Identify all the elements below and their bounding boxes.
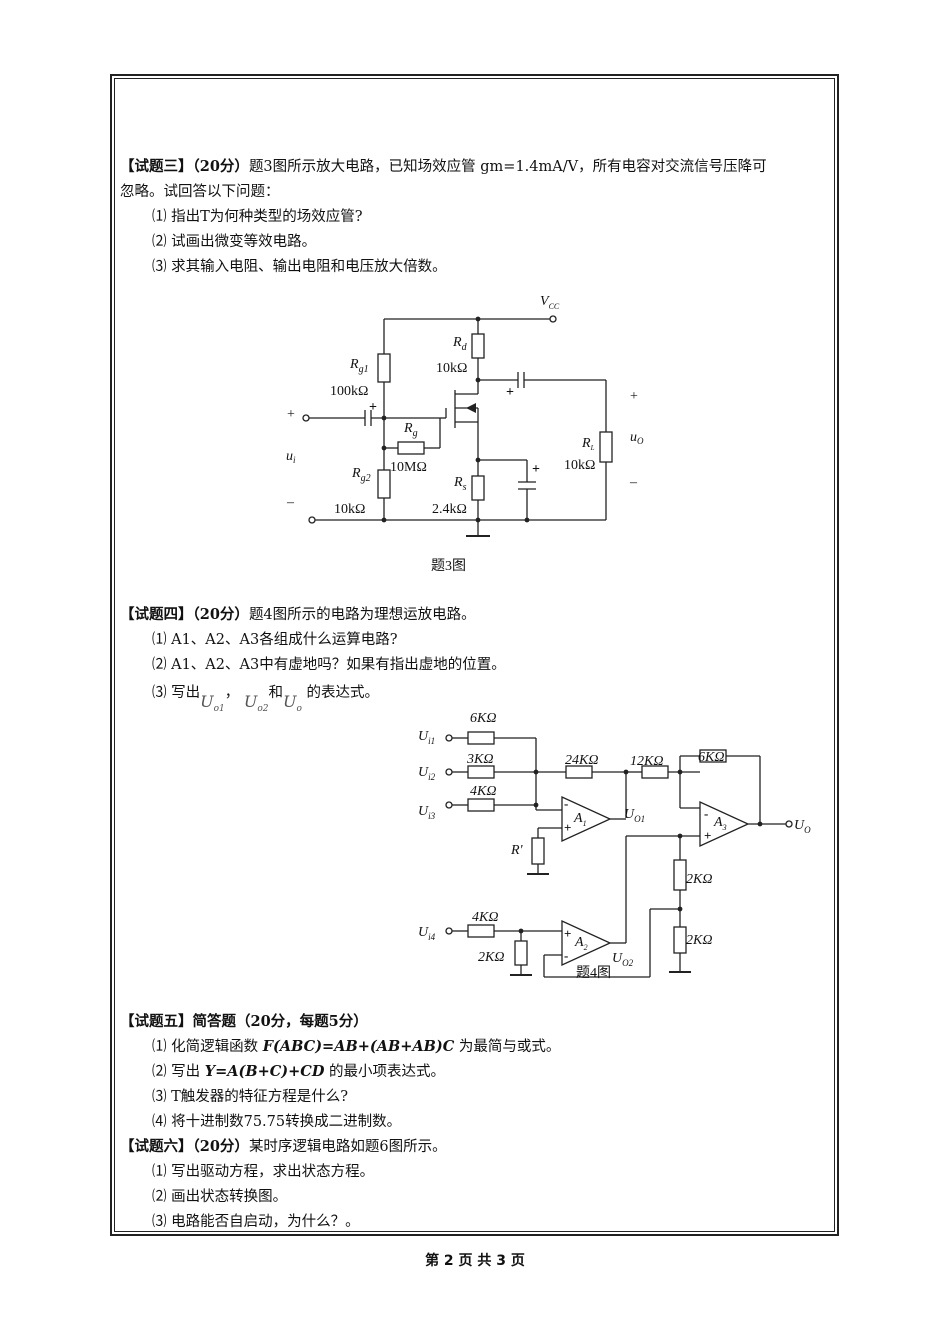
svg-text:uO: uO [630,430,644,446]
svg-text:12KΩ: 12KΩ [630,754,663,769]
q6-heading: 【试题六】（20分）某时序逻辑电路如题6图所示。 [120,1138,447,1156]
svg-text:Ui1: Ui1 [418,729,435,746]
q5-item-4: ⑷ 将十进制数75.75转换成二进制数。 [152,1114,402,1130]
svg-text:-: - [704,806,708,821]
svg-text:Rg1: Rg1 [349,357,369,375]
svg-text:2KΩ: 2KΩ [478,950,504,965]
q4-heading: 【试题四】（20分）题4图所示的电路为理想运放电路。 [120,606,476,624]
svg-text:-: - [564,796,568,811]
svg-text:-: - [564,948,568,963]
svg-text:10kΩ: 10kΩ [334,502,365,517]
svg-text:10MΩ: 10MΩ [390,460,427,475]
q6-item-2: ⑵ 画出状态转换图。 [152,1189,288,1205]
q4-item-2: ⑵ A1、A2、A3中有虚地吗？如果有指出虚地的位置。 [152,657,506,673]
q5-title: 【试题五】简答题（20分，每题5分） [120,1013,368,1030]
svg-text:100kΩ: 100kΩ [330,384,368,399]
q3-line1: 题3图所示放大电路，已知场效应管 gm=1.4mA/V，所有电容对交流信号压降可 [248,159,767,175]
q3-title: 【试题三】（20分） [120,158,249,175]
svg-text:6KΩ: 6KΩ [698,750,724,765]
q3-item-3: ⑶ 求其输入电阻、输出电阻和电压放大倍数。 [152,259,447,275]
page-footer: 第 2 页 共 3 页 [425,1253,525,1269]
svg-text:Rg2: Rg2 [351,466,371,484]
svg-text:2KΩ: 2KΩ [686,872,712,887]
svg-text:3KΩ: 3KΩ [466,752,493,767]
svg-text:UO2: UO2 [612,951,634,968]
q6-title: 【试题六】（20分） [120,1138,249,1155]
svg-text:4KΩ: 4KΩ [470,784,496,799]
q3-item-2: ⑵ 试画出微变等效电路。 [152,234,317,250]
q3-item-1: ⑴ 指出T为何种类型的场效应管? [152,209,363,225]
q4-title: 【试题四】（20分） [120,606,249,623]
svg-text:VCC: VCC [540,294,560,311]
svg-text:Ui2: Ui2 [418,765,436,782]
svg-text:+: + [704,828,711,843]
q4-opamp-figure: 6KΩ 3KΩ 4KΩ 24KΩ 12KΩ 6KΩ 2KΩ 2KΩ 4KΩ 2K… [418,711,811,981]
svg-text:A3: A3 [713,815,727,832]
svg-text:RL: RL [581,436,595,452]
q3-line2: 忽略。试回答以下问题： [120,184,280,200]
q4-line1: 题4图所示的电路为理想运放电路。 [248,607,476,623]
page-frame-outer [110,74,839,1236]
q5-item-2: ⑵ 写出 Y=A(B+C)+CD 的最小项表达式。 [152,1063,446,1080]
q5-formula-2: Y=A(B+C)+CD [204,1063,325,1080]
q3-heading: 【试题三】（20分）题3图所示放大电路，已知场效应管 gm=1.4mA/V，所有… [120,158,767,176]
svg-text:Rg: Rg [403,421,418,439]
svg-text:10kΩ: 10kΩ [564,458,595,473]
svg-text:4KΩ: 4KΩ [472,910,498,925]
svg-text:R': R' [510,843,524,858]
q4-item-3: ⑶ 写出Uo1， Uo2和Uo 的表达式。 [152,685,380,715]
svg-text:6KΩ: 6KΩ [470,711,496,726]
svg-text:+: + [564,926,571,941]
svg-text:+: + [369,400,377,415]
svg-text:Ui4: Ui4 [418,925,436,942]
q6-item-1: ⑴ 写出驱动方程，求出状态方程。 [152,1164,375,1180]
q4-item-1: ⑴ A1、A2、A3各组成什么运算电路? [152,632,398,648]
svg-text:A1: A1 [573,811,587,828]
svg-text:UO1: UO1 [624,807,645,824]
svg-text:Rd: Rd [452,335,468,353]
q5-formula-1: F(ABC)=AB+(AB+AB)C [262,1038,455,1055]
svg-text:+: + [532,462,540,477]
q5-item-1: ⑴ 化简逻辑函数 F(ABC)=AB+(AB+AB)C 为最简与或式。 [152,1038,561,1055]
svg-text:ui: ui [286,449,296,465]
svg-text:24KΩ: 24KΩ [565,753,598,768]
svg-text:Rs: Rs [453,475,467,493]
svg-text:Ui3: Ui3 [418,804,436,821]
svg-text:–: – [286,495,295,510]
svg-text:题3图: 题3图 [431,559,466,574]
svg-text:+: + [630,389,638,404]
q6-line1: 某时序逻辑电路如题6图所示。 [248,1139,447,1155]
svg-text:UO: UO [794,818,811,835]
svg-text:2.4kΩ: 2.4kΩ [432,502,467,517]
svg-text:+: + [564,820,571,835]
svg-text:–: – [629,475,638,490]
svg-text:A2: A2 [574,935,588,952]
page-frame-inner [114,78,835,1232]
q6-item-3: ⑶ 电路能否自启动，为什么？。 [152,1214,360,1230]
svg-text:2KΩ: 2KΩ [686,933,712,948]
svg-text:+: + [506,385,514,400]
svg-text:题4图: 题4图 [576,966,611,981]
q3-circuit-figure: VCC Rg1 100kΩ Rd 10kΩ Rg 10MΩ Rg2 10kΩ R… [286,294,644,574]
q5-item-3: ⑶ T触发器的特征方程是什么? [152,1089,349,1105]
svg-text:+: + [287,407,295,422]
svg-text:10kΩ: 10kΩ [436,361,467,376]
